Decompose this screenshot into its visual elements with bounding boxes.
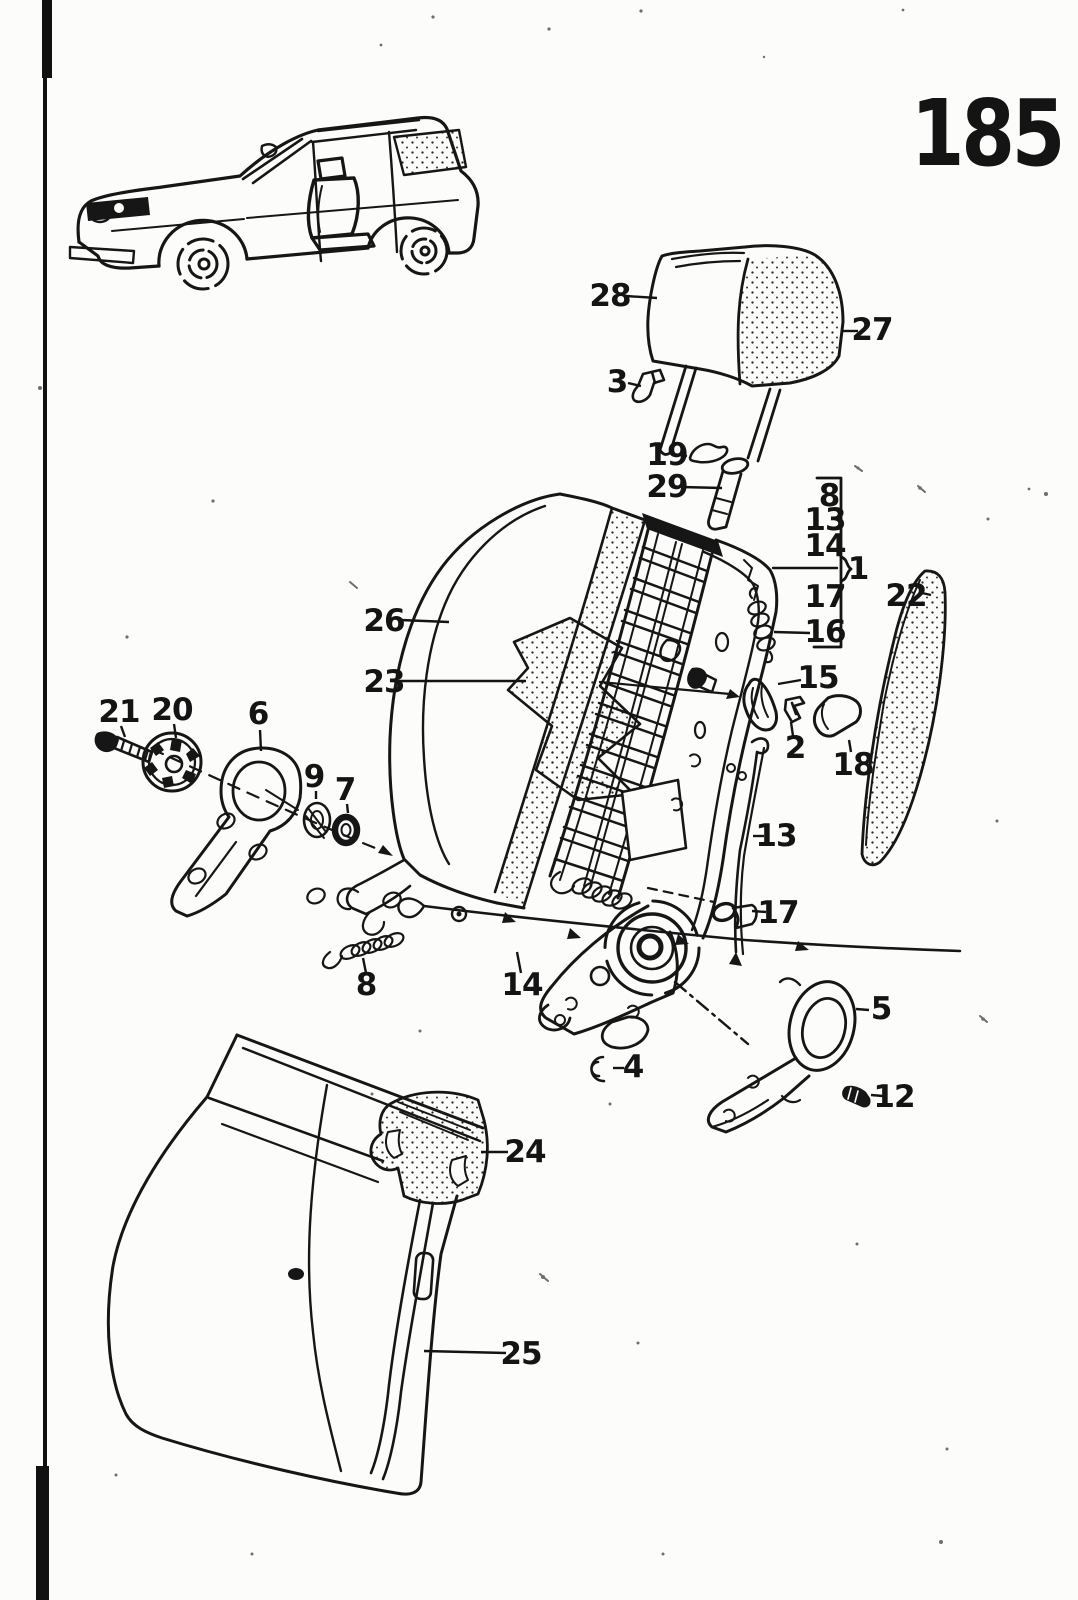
- spring-mat: [548, 513, 723, 900]
- leader-line-21: [119, 725, 127, 738]
- side-cover-5: [706, 977, 857, 1134]
- part-label-7: 7: [335, 772, 356, 808]
- leader-line-16: [773, 630, 811, 635]
- recline-handle-15: [742, 677, 778, 732]
- foam-pad-24: [369, 1090, 489, 1205]
- leader-line-25: [423, 1349, 507, 1355]
- car-rear-window: [392, 128, 468, 177]
- part-label-22: 22: [885, 578, 926, 614]
- part-label-14-group: 14: [804, 528, 846, 564]
- tension-spring-16: [747, 586, 776, 664]
- leader-line-28: [625, 294, 658, 300]
- part-label-6: 6: [248, 696, 269, 732]
- part-label-21: 21: [98, 694, 139, 730]
- part-label-5: 5: [871, 991, 892, 1027]
- car-mirror: [260, 143, 278, 159]
- spring-clip-19: [688, 442, 729, 464]
- part-label-16: 16: [804, 614, 845, 650]
- cover-slot: [412, 1251, 435, 1301]
- recliner-hinge: [538, 899, 701, 1050]
- leader-line-2: [789, 721, 795, 737]
- part-label-8-group: 8: [819, 478, 840, 514]
- part-label-26: 26: [363, 603, 404, 639]
- leader-line-12: [870, 1093, 884, 1098]
- part-label-13: 13: [755, 818, 796, 854]
- part-label-23: 23: [363, 664, 404, 700]
- part-label-17-group: 17: [804, 579, 845, 615]
- car-thumbnail: [68, 115, 480, 291]
- mount-bracket-17: [711, 901, 758, 930]
- leader-line-26: [399, 618, 450, 624]
- leader-line-17: [751, 909, 767, 914]
- part-label-17: 17: [757, 895, 798, 931]
- leader-line-19: [678, 453, 688, 458]
- leader-line-18: [847, 739, 853, 753]
- part-label-15: 15: [797, 660, 838, 696]
- washer-9: [302, 801, 332, 839]
- leader-line-20: [172, 723, 178, 739]
- part-label-1: 1: [848, 551, 869, 587]
- leader-line-7: [345, 803, 350, 814]
- part-label-19: 19: [646, 437, 687, 473]
- part-label-14: 14: [501, 967, 543, 1003]
- padding-detail-23: [506, 616, 642, 802]
- cushion-hinge-bracket: [306, 858, 412, 936]
- group-bracket-1: [771, 476, 853, 649]
- part-label-2: 2: [785, 730, 806, 766]
- backrest-frame: [620, 538, 779, 940]
- part-label-12: 12: [873, 1079, 914, 1115]
- leader-line-3: [627, 381, 642, 388]
- leader-line-29: [680, 485, 723, 490]
- part-label-27: 27: [851, 312, 892, 348]
- part-label-4: 4: [623, 1049, 644, 1085]
- side-cover-6: [170, 746, 303, 918]
- guide-clip-3: [631, 368, 666, 404]
- torsion-rod-14: [397, 897, 962, 953]
- leader-line-14: [515, 951, 523, 974]
- part-label-24: 24: [504, 1134, 546, 1170]
- grommet-7: [331, 813, 361, 847]
- handle-knob-18: [812, 694, 862, 738]
- leader-line-15: [777, 678, 802, 686]
- part-label-28: 28: [589, 278, 630, 314]
- frame-sticker: [620, 778, 688, 862]
- trim-strip-22: [860, 569, 947, 867]
- car-wheels: [176, 226, 449, 291]
- headrest: [646, 244, 845, 463]
- part-label-29: 29: [646, 469, 687, 505]
- leader-line-5: [855, 1007, 870, 1012]
- clip-4: [590, 1055, 606, 1083]
- part-label-8: 8: [356, 967, 377, 1003]
- return-spring-8: [321, 932, 405, 970]
- lower-tension-spring: [550, 870, 633, 910]
- part-label-13-group: 13: [804, 502, 845, 538]
- retaining-clip-2: [783, 695, 806, 724]
- adjuster-knob-20: [141, 731, 203, 793]
- recline-rod-13: [726, 737, 770, 966]
- leader-line-8: [361, 957, 368, 974]
- headrest-posts: [658, 364, 698, 456]
- car-seat-highlight: [306, 156, 376, 252]
- car-bumper: [68, 245, 136, 265]
- part-label-3: 3: [607, 364, 628, 400]
- scan-noise: [38, 8, 1055, 1556]
- pin-12: [842, 1085, 871, 1108]
- part-label-20: 20: [151, 692, 193, 728]
- part-label-9: 9: [304, 759, 325, 795]
- part-label-18: 18: [832, 747, 873, 783]
- part-label-25: 25: [500, 1336, 541, 1372]
- page-number: 185: [910, 80, 1066, 187]
- guide-bushing-29: [707, 457, 750, 531]
- leader-line-22: [921, 591, 932, 597]
- page-binding-edge: [36, 0, 52, 1600]
- leader-line-6: [258, 729, 263, 752]
